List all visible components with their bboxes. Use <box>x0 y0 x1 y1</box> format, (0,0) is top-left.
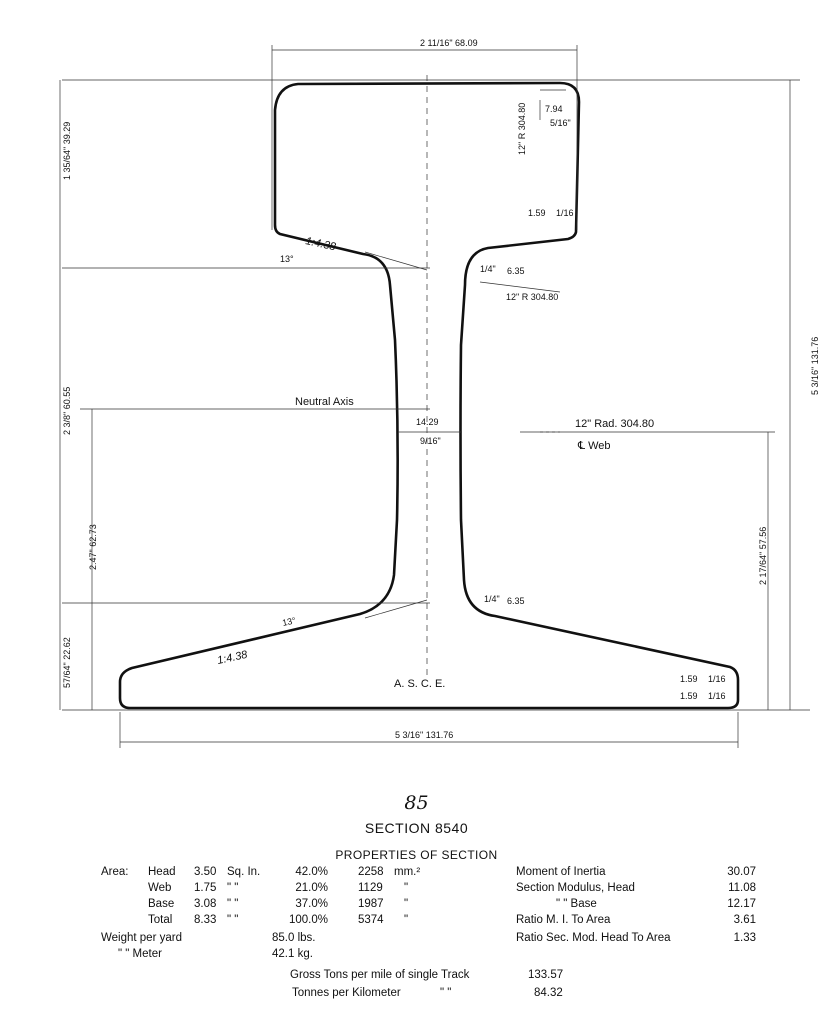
area-unit: " " <box>227 898 239 910</box>
property-value: 1.33 <box>733 932 756 944</box>
weight-yard-value: 85.0 lbs. <box>272 932 316 944</box>
corner-fraction: 5/16" <box>550 118 571 128</box>
property-value: 3.61 <box>733 914 756 926</box>
area-part: Total <box>148 914 173 926</box>
top-width-label: 2 11/16" 68.09 <box>420 38 478 48</box>
property-value: 12.17 <box>727 898 756 910</box>
neutral-axis-label: Neutral Axis <box>295 396 354 408</box>
base-width-label: 5 3/16" 131.76 <box>395 730 453 740</box>
toe-bottom-fraction: 1/16 <box>708 691 726 701</box>
area-mm: 1987 <box>358 898 384 910</box>
gross-tons-label: Gross Tons per mile of single Track <box>290 969 470 981</box>
base-taper-label: 1:4.38 <box>216 649 249 667</box>
properties-title: PROPERTIES OF SECTION <box>335 848 498 862</box>
fillet-label: 6.35 <box>507 266 525 276</box>
right-lower-label: 2 17/64" 57.56 <box>758 527 768 585</box>
rail-profile-outline <box>118 81 740 710</box>
area-part: Base <box>148 898 175 910</box>
web-radius-label: 12" R 304.80 <box>517 103 527 155</box>
area-sq-in: 3.08 <box>194 898 217 910</box>
page-number: 85 <box>404 792 429 814</box>
web-thickness-label: 14.29 <box>416 417 439 427</box>
fillet-radius-label: 12" R 304.80 <box>506 292 558 302</box>
weight-meter-value: 42.1 kg. <box>272 948 313 960</box>
gross-tons-value: 133.57 <box>528 969 564 981</box>
area-mm: 2258 <box>358 866 384 878</box>
area-mm-unit: " <box>404 914 409 926</box>
area-label: Area: <box>101 866 129 878</box>
lower-height-label: 2.47" 62.73 <box>88 524 98 570</box>
area-part: Web <box>148 882 172 894</box>
head-taper-label: 1:4.38 <box>304 235 337 253</box>
base-fillet-label: 6.35 <box>507 596 525 606</box>
area-mm-unit: " <box>404 898 409 910</box>
tonnes-label: Tonnes per Kilometer <box>292 987 401 999</box>
property-label: Section Modulus, Head <box>516 882 635 894</box>
toe-top-label: 1.59 <box>680 674 698 684</box>
property-label: Ratio M. I. To Area <box>516 914 611 926</box>
section-title: SECTION 8540 <box>364 820 469 836</box>
side-159-fraction: 1/16 <box>556 208 574 218</box>
tonnes-value: 84.32 <box>534 987 563 999</box>
center-rad-label: 12" Rad. 304.80 <box>575 418 654 430</box>
area-mm: 1129 <box>358 882 383 894</box>
area-percent: 21.0% <box>295 882 328 894</box>
base-fillet-fraction: 1/4" <box>484 594 500 604</box>
weight-yard-label: Weight per yard <box>101 932 182 944</box>
corner-label: 7.94 <box>545 104 563 114</box>
base-height-label: 57/64" 22.62 <box>62 637 72 688</box>
neutral-height-label: 2 3/8" 60.55 <box>62 387 72 435</box>
area-percent: 42.0% <box>295 866 328 878</box>
area-mm-unit: mm.² <box>394 866 421 878</box>
toe-top-fraction: 1/16 <box>708 674 726 684</box>
total-height-label: 5 3/16" 131.76 <box>810 337 820 395</box>
area-part: Head <box>148 866 176 878</box>
head-taper-marker: 13° <box>280 254 294 264</box>
area-percent: 100.0% <box>288 914 328 926</box>
property-label: Moment of Inertia <box>516 866 606 878</box>
property-label: " " Base <box>556 898 597 910</box>
center-web-label: ℄ Web <box>577 440 611 452</box>
property-label: Ratio Sec. Mod. Head To Area <box>516 932 671 944</box>
toe-bottom-label: 1.59 <box>680 691 698 701</box>
standard-label: A. S. C. E. <box>394 678 445 690</box>
head-height-label: 1 35/64" 39.29 <box>62 122 72 180</box>
fillet-fraction: 1/4" <box>480 264 496 274</box>
area-percent: 37.0% <box>295 898 328 910</box>
area-mm: 5374 <box>358 914 384 926</box>
tonnes-ditto: " " <box>440 987 452 999</box>
dimension-lines <box>59 45 810 748</box>
area-unit: Sq. In. <box>227 866 261 878</box>
area-unit: " " <box>227 882 239 894</box>
base-taper-marker: 13° <box>281 615 297 628</box>
area-mm-unit: " <box>404 882 409 894</box>
property-value: 30.07 <box>727 866 756 878</box>
rail-section-drawing: 2 11/16" 68.09 1 35/64" 39.29 12" R 304.… <box>59 38 820 748</box>
property-value: 11.08 <box>728 882 756 894</box>
area-sq-in: 1.75 <box>194 882 217 894</box>
area-unit: " " <box>227 914 239 926</box>
side-159-label: 1.59 <box>528 208 546 218</box>
weight-meter-label: " " Meter <box>118 948 162 960</box>
area-sq-in: 3.50 <box>194 866 217 878</box>
web-thickness-fraction: 9/16" <box>420 436 441 446</box>
area-sq-in: 8.33 <box>194 914 217 926</box>
